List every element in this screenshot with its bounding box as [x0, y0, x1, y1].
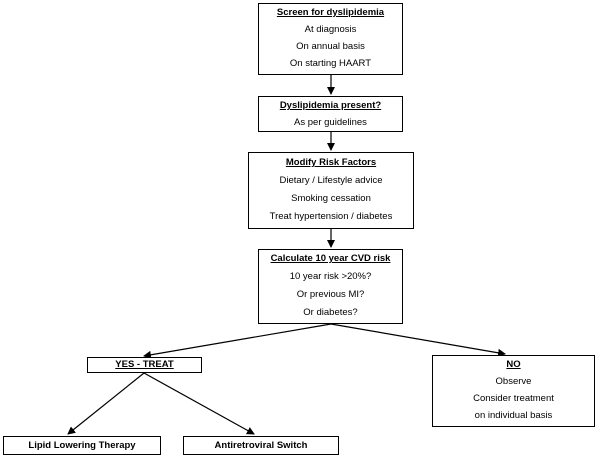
screen-line: On starting HAART: [289, 58, 372, 69]
arrow-calculate-to-yes: [143, 323, 332, 359]
screen-line: On annual basis: [296, 41, 365, 52]
lipid-title: Lipid Lowering Therapy: [28, 440, 136, 451]
antiretroviral-box: Antiretroviral Switch: [183, 436, 339, 455]
modify-title: Modify Risk Factors: [285, 157, 377, 168]
calculate-line: Or diabetes?: [303, 307, 358, 318]
screen-line: At diagnosis: [304, 24, 357, 35]
no-line: Observe: [495, 376, 532, 387]
yes-title: YES - TREAT: [115, 359, 174, 370]
modify-box: Modify Risk Factors Dietary / Lifestyle …: [248, 152, 414, 229]
antiretroviral-title: Antiretroviral Switch: [214, 440, 308, 451]
calculate-line: Or previous MI?: [296, 289, 365, 300]
no-title: NO: [506, 359, 521, 370]
modify-line: Smoking cessation: [291, 193, 371, 204]
present-title: Dyslipidemia present?: [279, 100, 382, 111]
calculate-line: 10 year risk >20%?: [289, 271, 372, 282]
present-box: Dyslipidemia present? As per guidelines: [258, 96, 403, 132]
present-line: As per guidelines: [294, 117, 367, 128]
arrow-yes-to-lipid: [67, 372, 145, 435]
arrow-calculate-to-no: [330, 323, 506, 357]
yes-box: YES - TREAT: [87, 357, 202, 373]
screen-title: Screen for dyslipidemia: [276, 7, 385, 18]
modify-line: Treat hypertension / diabetes: [269, 211, 393, 222]
lipid-box: Lipid Lowering Therapy: [3, 436, 161, 455]
calculate-box: Calculate 10 year CVD risk 10 year risk …: [258, 249, 403, 324]
no-box: NO Observe Consider treatment on individ…: [432, 355, 595, 427]
modify-line: Dietary / Lifestyle advice: [279, 175, 383, 186]
no-line: Consider treatment: [473, 393, 554, 404]
arrow-yes-to-antiretroviral: [143, 372, 255, 435]
calculate-title: Calculate 10 year CVD risk: [270, 253, 391, 264]
no-line: on individual basis: [474, 410, 553, 421]
screen-box: Screen for dyslipidemia At diagnosis On …: [258, 3, 403, 75]
